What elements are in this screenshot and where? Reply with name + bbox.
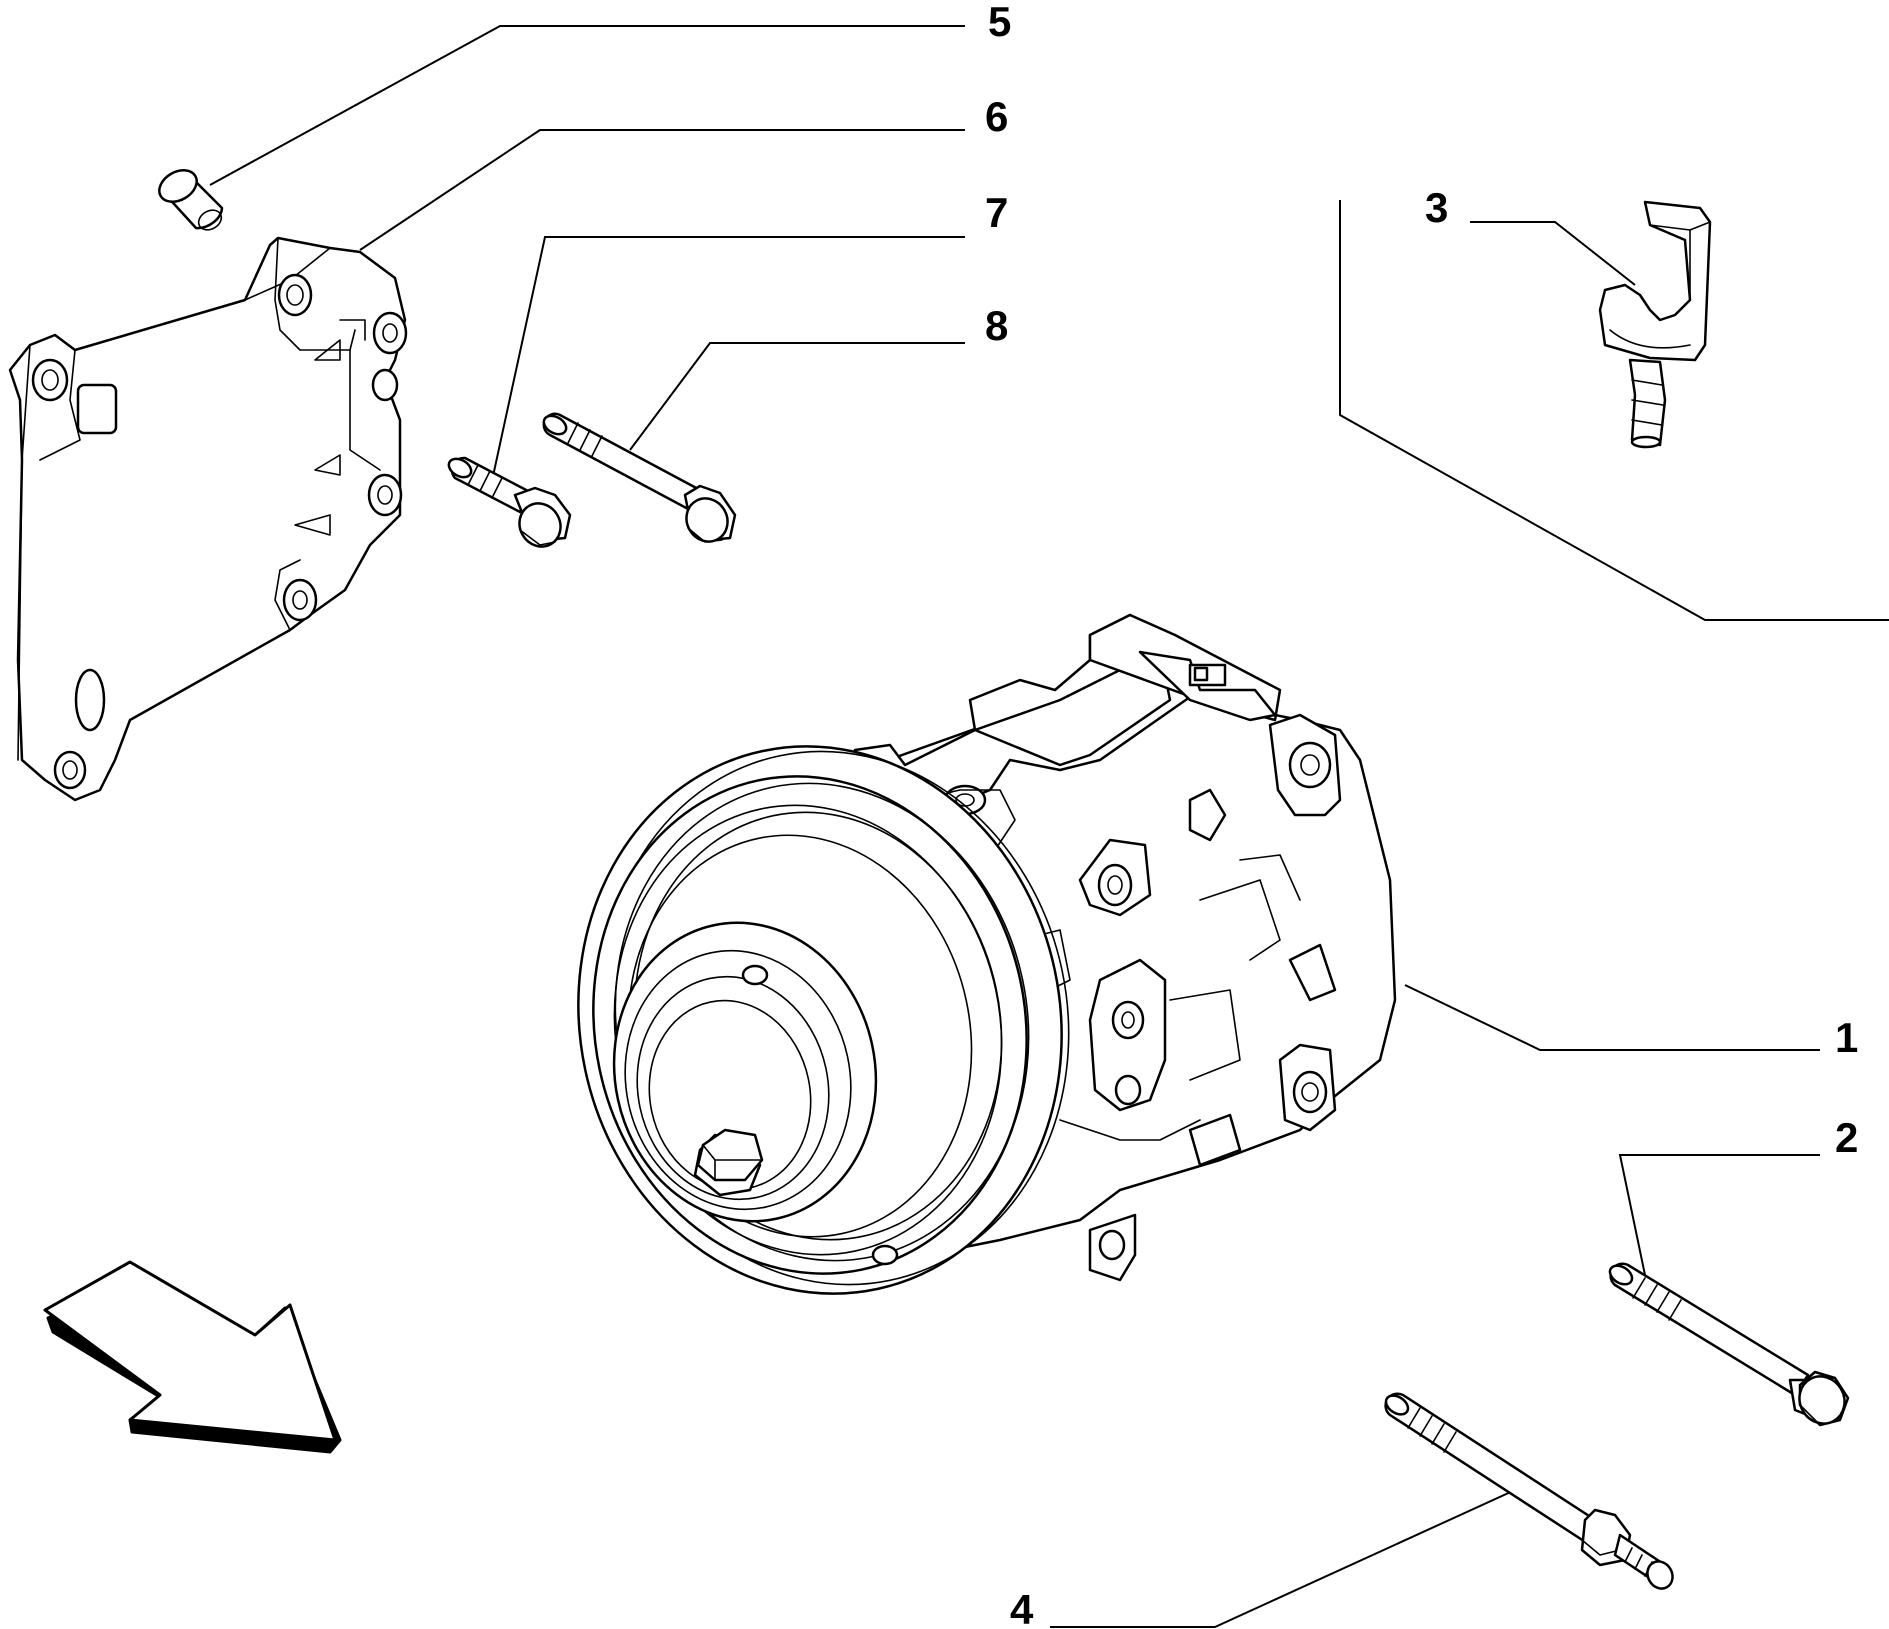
leader-6 — [359, 129, 965, 251]
callout-1: 1 — [1835, 1014, 1858, 1061]
hex-bolt-part-2 — [1608, 1262, 1850, 1427]
leader-4 — [1050, 1489, 1516, 1628]
compressor-part-1 — [577, 613, 1397, 1295]
callout-labels: 5 6 7 8 3 1 2 4 — [985, 0, 1858, 1629]
hose-clamp-part-3 — [1598, 200, 1712, 449]
callout-5: 5 — [988, 0, 1011, 45]
stud-bolt-part-4 — [1384, 1392, 1674, 1590]
direction-arrow-icon — [43, 1260, 342, 1454]
leader-2 — [1618, 1154, 1820, 1276]
callout-2: 2 — [1835, 1114, 1858, 1161]
short-bolt-part-7 — [447, 456, 572, 548]
leader-lines — [209, 25, 1889, 1628]
callout-6: 6 — [985, 93, 1008, 140]
leader-3 — [1470, 221, 1636, 286]
callout-4: 4 — [1010, 1586, 1034, 1629]
leader-3-bracket — [1339, 200, 1889, 621]
leader-8 — [629, 342, 965, 451]
long-bolt-part-8 — [542, 412, 737, 543]
leader-5 — [209, 25, 965, 186]
leader-7 — [489, 236, 965, 491]
bushing-part-5 — [158, 169, 224, 231]
callout-7: 7 — [985, 189, 1008, 236]
mounting-bracket-part-6 — [8, 236, 408, 802]
leader-1 — [1404, 984, 1820, 1051]
callout-3: 3 — [1425, 184, 1448, 231]
callout-8: 8 — [985, 302, 1008, 349]
